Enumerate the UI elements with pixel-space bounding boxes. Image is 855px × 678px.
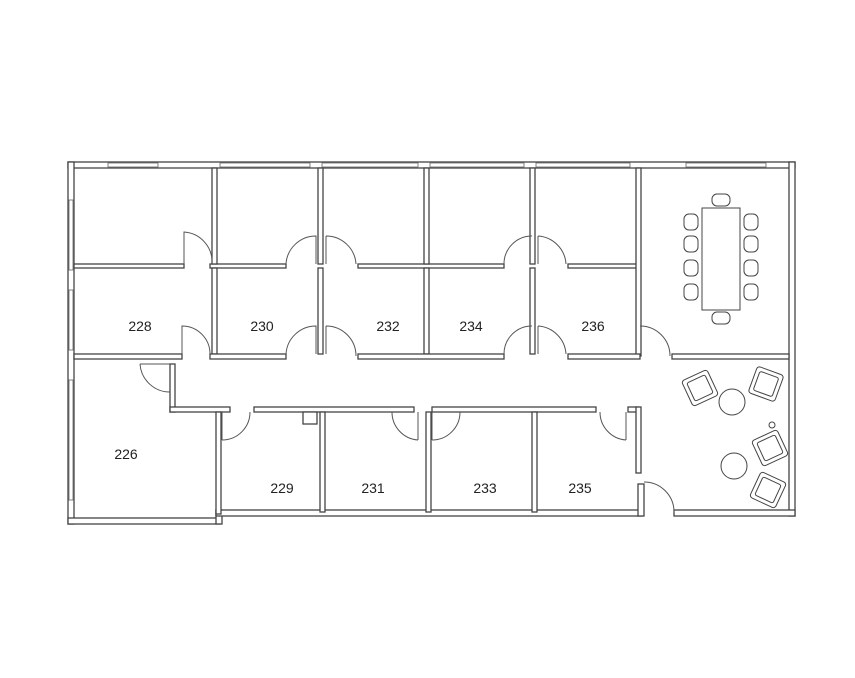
room-label-231: 231	[361, 480, 385, 496]
chair	[743, 283, 759, 301]
chair	[743, 213, 759, 231]
room-label-230: 230	[250, 318, 274, 334]
chair	[711, 311, 731, 325]
chair	[743, 235, 759, 253]
round-table	[720, 452, 748, 480]
interior-walls-upper	[73, 167, 790, 360]
chair	[683, 259, 699, 277]
doors	[139, 231, 675, 513]
conference-table	[701, 207, 741, 311]
conference-furniture	[683, 193, 759, 325]
interior-walls-lower	[169, 363, 642, 515]
left-windows	[68, 199, 74, 501]
chair	[711, 193, 731, 207]
top-windows	[107, 162, 767, 168]
room-label-228: 228	[128, 318, 152, 334]
round-table	[718, 388, 746, 416]
chair	[683, 213, 699, 231]
chair	[683, 283, 699, 301]
room-label-232: 232	[376, 318, 400, 334]
room-label-226: 226	[114, 446, 138, 462]
lounge-furniture	[681, 366, 789, 509]
room-label-236: 236	[581, 318, 605, 334]
room-label-229: 229	[270, 480, 294, 496]
room-label-235: 235	[568, 480, 592, 496]
side-lamp	[768, 421, 776, 429]
chair	[743, 259, 759, 277]
room-label-234: 234	[459, 318, 483, 334]
room-labels: 228 230 232 234 236 226 229 231 233 235	[114, 318, 605, 496]
chair	[683, 235, 699, 253]
room-label-233: 233	[473, 480, 497, 496]
